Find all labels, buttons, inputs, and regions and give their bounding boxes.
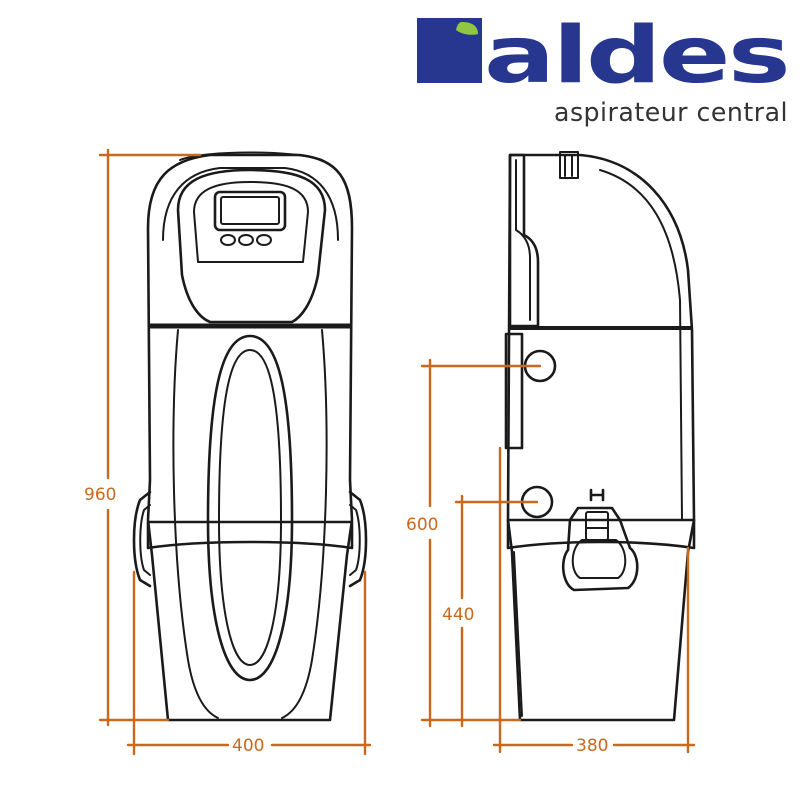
display-screen-inner xyxy=(220,196,280,225)
aldes-logo: aldes aspirateur central xyxy=(417,11,790,128)
front-center-oval xyxy=(206,334,294,682)
dim-lower-inlet-label: 440 xyxy=(442,605,474,625)
side-front-contour xyxy=(599,169,683,521)
front-left-contour xyxy=(172,329,219,719)
front-top-lid xyxy=(179,151,323,161)
front-right-latch xyxy=(348,490,368,588)
logo-leaf-icon xyxy=(456,22,478,35)
front-top-cap xyxy=(162,167,339,241)
brand-name: aldes xyxy=(484,11,788,101)
front-left-latch-inner xyxy=(139,504,151,576)
control-button-center xyxy=(238,234,254,246)
front-face-inner xyxy=(193,181,309,263)
side-latch-handle xyxy=(561,506,639,592)
side-back-channel-inner xyxy=(515,159,531,321)
dim-side-depth-label: 380 xyxy=(576,736,608,756)
dim-upper-inlet-label: 600 xyxy=(406,515,438,535)
side-body-outline xyxy=(506,153,696,722)
front-clamp-band xyxy=(146,520,354,550)
front-right-latch-inner xyxy=(349,504,361,576)
side-inlet-channel xyxy=(504,332,524,450)
side-latch-grip xyxy=(585,511,609,541)
dim-front-height-label: 960 xyxy=(84,485,116,505)
side-view xyxy=(504,151,696,722)
side-latch-hook-icon xyxy=(589,488,605,502)
side-clamp-band xyxy=(506,518,696,550)
front-view xyxy=(132,151,368,722)
side-top-vent xyxy=(559,151,579,179)
front-left-latch xyxy=(132,490,152,588)
front-body-outline xyxy=(146,153,354,722)
control-button-left xyxy=(220,234,236,246)
display-screen xyxy=(213,190,287,232)
front-center-oval-inner xyxy=(218,349,282,666)
side-latch-handle-inner xyxy=(571,539,627,579)
dim-front-width-label: 400 xyxy=(232,736,264,756)
control-button-right xyxy=(256,234,272,246)
dimension-lines: 960 400 600 440 380 xyxy=(84,148,696,756)
side-bucket-back xyxy=(513,551,523,717)
front-right-contour xyxy=(281,329,328,719)
front-face-panel xyxy=(176,168,327,324)
brand-tagline: aspirateur central xyxy=(554,98,788,128)
side-back-channel xyxy=(508,153,540,328)
